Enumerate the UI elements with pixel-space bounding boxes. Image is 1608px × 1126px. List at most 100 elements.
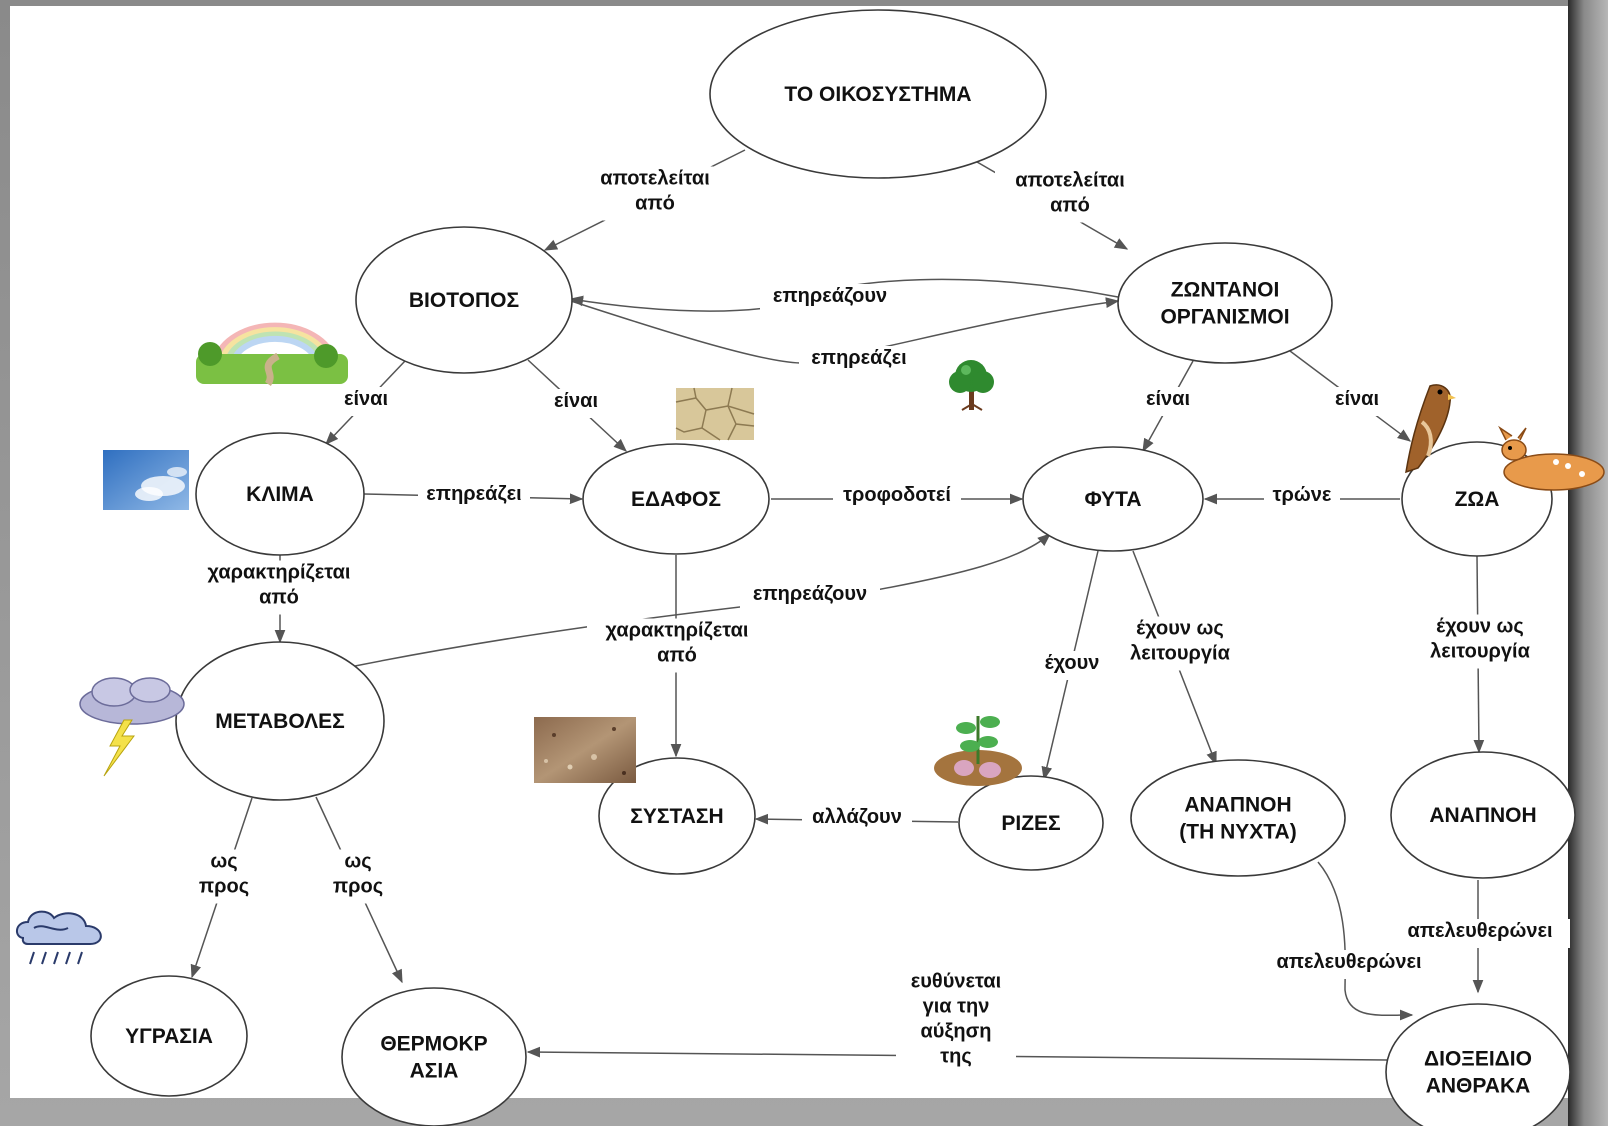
- node-label: ΚΛΙΜΑ: [246, 483, 314, 506]
- edge-label-text: από: [1050, 195, 1090, 217]
- edge-label-e16: έχουν ως λειτουργία: [1110, 616, 1250, 671]
- edge-label-background: [896, 969, 1016, 1074]
- node-label: ΑΝΑΠΝΟΗ: [1184, 794, 1291, 817]
- node-shape: [1390, 751, 1576, 879]
- node-shape: [598, 757, 756, 875]
- node-label: (ΤΗ ΝΥΧΤΑ): [1179, 821, 1296, 844]
- edge-label-text: είναι: [1335, 388, 1379, 410]
- node-plant-respiration: ΑΝΑΠΝΟΗ (ΤΗ ΝΥΧΤΑ): [1130, 759, 1346, 877]
- edge-label-e15: έχουν: [1034, 651, 1110, 680]
- node-label: ΣΥΣΤΑΣΗ: [630, 805, 723, 828]
- node-composition: ΣΥΣΤΑΣΗ: [598, 757, 756, 875]
- node-temperature: ΘΕΡΜΟΚΡ ΑΣΙΑ: [341, 987, 527, 1126]
- edge-label-background: [194, 849, 254, 904]
- node-label: ΖΩΑ: [1455, 488, 1500, 511]
- edge-label-background: [1110, 616, 1250, 671]
- edge-label-background: [799, 346, 919, 375]
- edge-label-background: [1390, 919, 1570, 948]
- edge-label-background: [833, 483, 961, 512]
- rainbow-landscape-icon: [196, 322, 348, 386]
- rain-cloud-icon: [16, 910, 102, 965]
- edge-label-text: απελευθερώνει: [1276, 951, 1421, 973]
- edge-label-background: [1259, 950, 1439, 979]
- edge-label-background: [1410, 614, 1550, 669]
- edge-label-text: επηρεάζουν: [753, 583, 867, 605]
- edge-label-text: επηρεάζει: [811, 347, 906, 369]
- node-shape: [1130, 759, 1346, 877]
- edge-label-text: ως: [344, 851, 371, 873]
- node-label: ΤΟ ΟΙΚΟΣΥΣΤΗΜΑ: [784, 83, 971, 106]
- edge-label-text: τροφοδοτεί: [843, 484, 951, 506]
- edge-label-text: έχουν ως: [1436, 616, 1524, 638]
- edge-label-e21: απελευθερώνει: [1259, 950, 1439, 979]
- edge-label-text: αποτελείται: [1015, 170, 1125, 192]
- node-animal-respiration: ΑΝΑΠΝΟΗ: [1390, 751, 1576, 879]
- edge-label-text: από: [259, 587, 299, 609]
- edge-label-background: [580, 166, 730, 221]
- edge-label-background: [1133, 387, 1203, 416]
- edge-label-text: λειτουργία: [1130, 643, 1230, 665]
- node-shape: [709, 9, 1047, 179]
- edge-label-text: έχουν ως: [1136, 618, 1224, 640]
- node-shape: [90, 975, 248, 1097]
- node-shape: [195, 432, 365, 556]
- edge-label-text: αλλάζουν: [812, 806, 902, 828]
- node-biotope: ΒΙΟΤΟΠΟΣ: [355, 226, 573, 374]
- edge-label-text: απελευθερώνει: [1407, 920, 1552, 942]
- edge-label-e5: είναι: [331, 387, 401, 416]
- node-label: ΒΙΟΤΟΠΟΣ: [409, 289, 519, 312]
- edge-label-text: αύξηση: [921, 1021, 992, 1043]
- edge-label-background: [760, 284, 900, 313]
- edge-label-text: λειτουργία: [1430, 641, 1530, 663]
- edge-label-text: είναι: [554, 390, 598, 412]
- node-shape: [1117, 242, 1333, 364]
- node-label: ΑΝΑΠΝΟΗ: [1429, 804, 1536, 827]
- edge-label-background: [331, 387, 401, 416]
- edge-label-background: [541, 389, 611, 418]
- edge-label-e13: επηρεάζουν: [740, 582, 880, 611]
- edge-label-text: επηρεάζουν: [773, 285, 887, 307]
- node-shape: [355, 226, 573, 374]
- edge-label-background: [802, 805, 912, 834]
- node-label: ΦΥΤΑ: [1084, 488, 1141, 511]
- edge-label-text: ευθύνεται: [911, 971, 1001, 993]
- storm-cloud-icon: [79, 677, 185, 777]
- frame-edge: [1568, 0, 1608, 1126]
- node-shape: [1385, 1003, 1571, 1126]
- node-label: ΟΡΓΑΝΙΣΜΟΙ: [1160, 306, 1289, 329]
- node-label: ΑΝΘΡΑΚΑ: [1426, 1075, 1531, 1098]
- node-plants: ΦΥΤΑ: [1022, 446, 1204, 552]
- node-label: ΡΙΖΕΣ: [1001, 812, 1060, 835]
- edge-label-e9: επηρεάζει: [418, 482, 530, 511]
- edge-label-e7: είναι: [1133, 387, 1203, 416]
- node-label: ΘΕΡΜΟΚΡ: [380, 1033, 487, 1056]
- node-shape: [175, 641, 385, 801]
- plant-roots-icon: [934, 716, 1022, 786]
- edge-label-background: [189, 560, 369, 615]
- edge-label-e22: απελευθερώνει: [1390, 919, 1570, 948]
- edge-label-text: προς: [333, 876, 383, 898]
- hawk-icon: [1405, 384, 1456, 474]
- edge-label-background: [587, 618, 767, 673]
- edge-label-background: [1034, 651, 1110, 680]
- node-shape: [1022, 446, 1204, 552]
- sky-icon: [103, 450, 189, 510]
- edge-label-text: χαρακτηρίζεται: [606, 620, 749, 642]
- node-label: ΜΕΤΑΒΟΛΕΣ: [215, 710, 345, 733]
- node-label: ΑΣΙΑ: [410, 1060, 459, 1083]
- edge-label-text: τρώνε: [1273, 484, 1332, 506]
- edge-label-text: είναι: [344, 388, 388, 410]
- edge-label-e8: είναι: [1322, 387, 1392, 416]
- node-shape: [958, 775, 1104, 871]
- edge-label-text: της: [940, 1046, 972, 1068]
- node-shape: [582, 443, 770, 555]
- node-climate: ΚΛΙΜΑ: [195, 432, 365, 556]
- edge-label-e4: επηρεάζει: [799, 346, 919, 375]
